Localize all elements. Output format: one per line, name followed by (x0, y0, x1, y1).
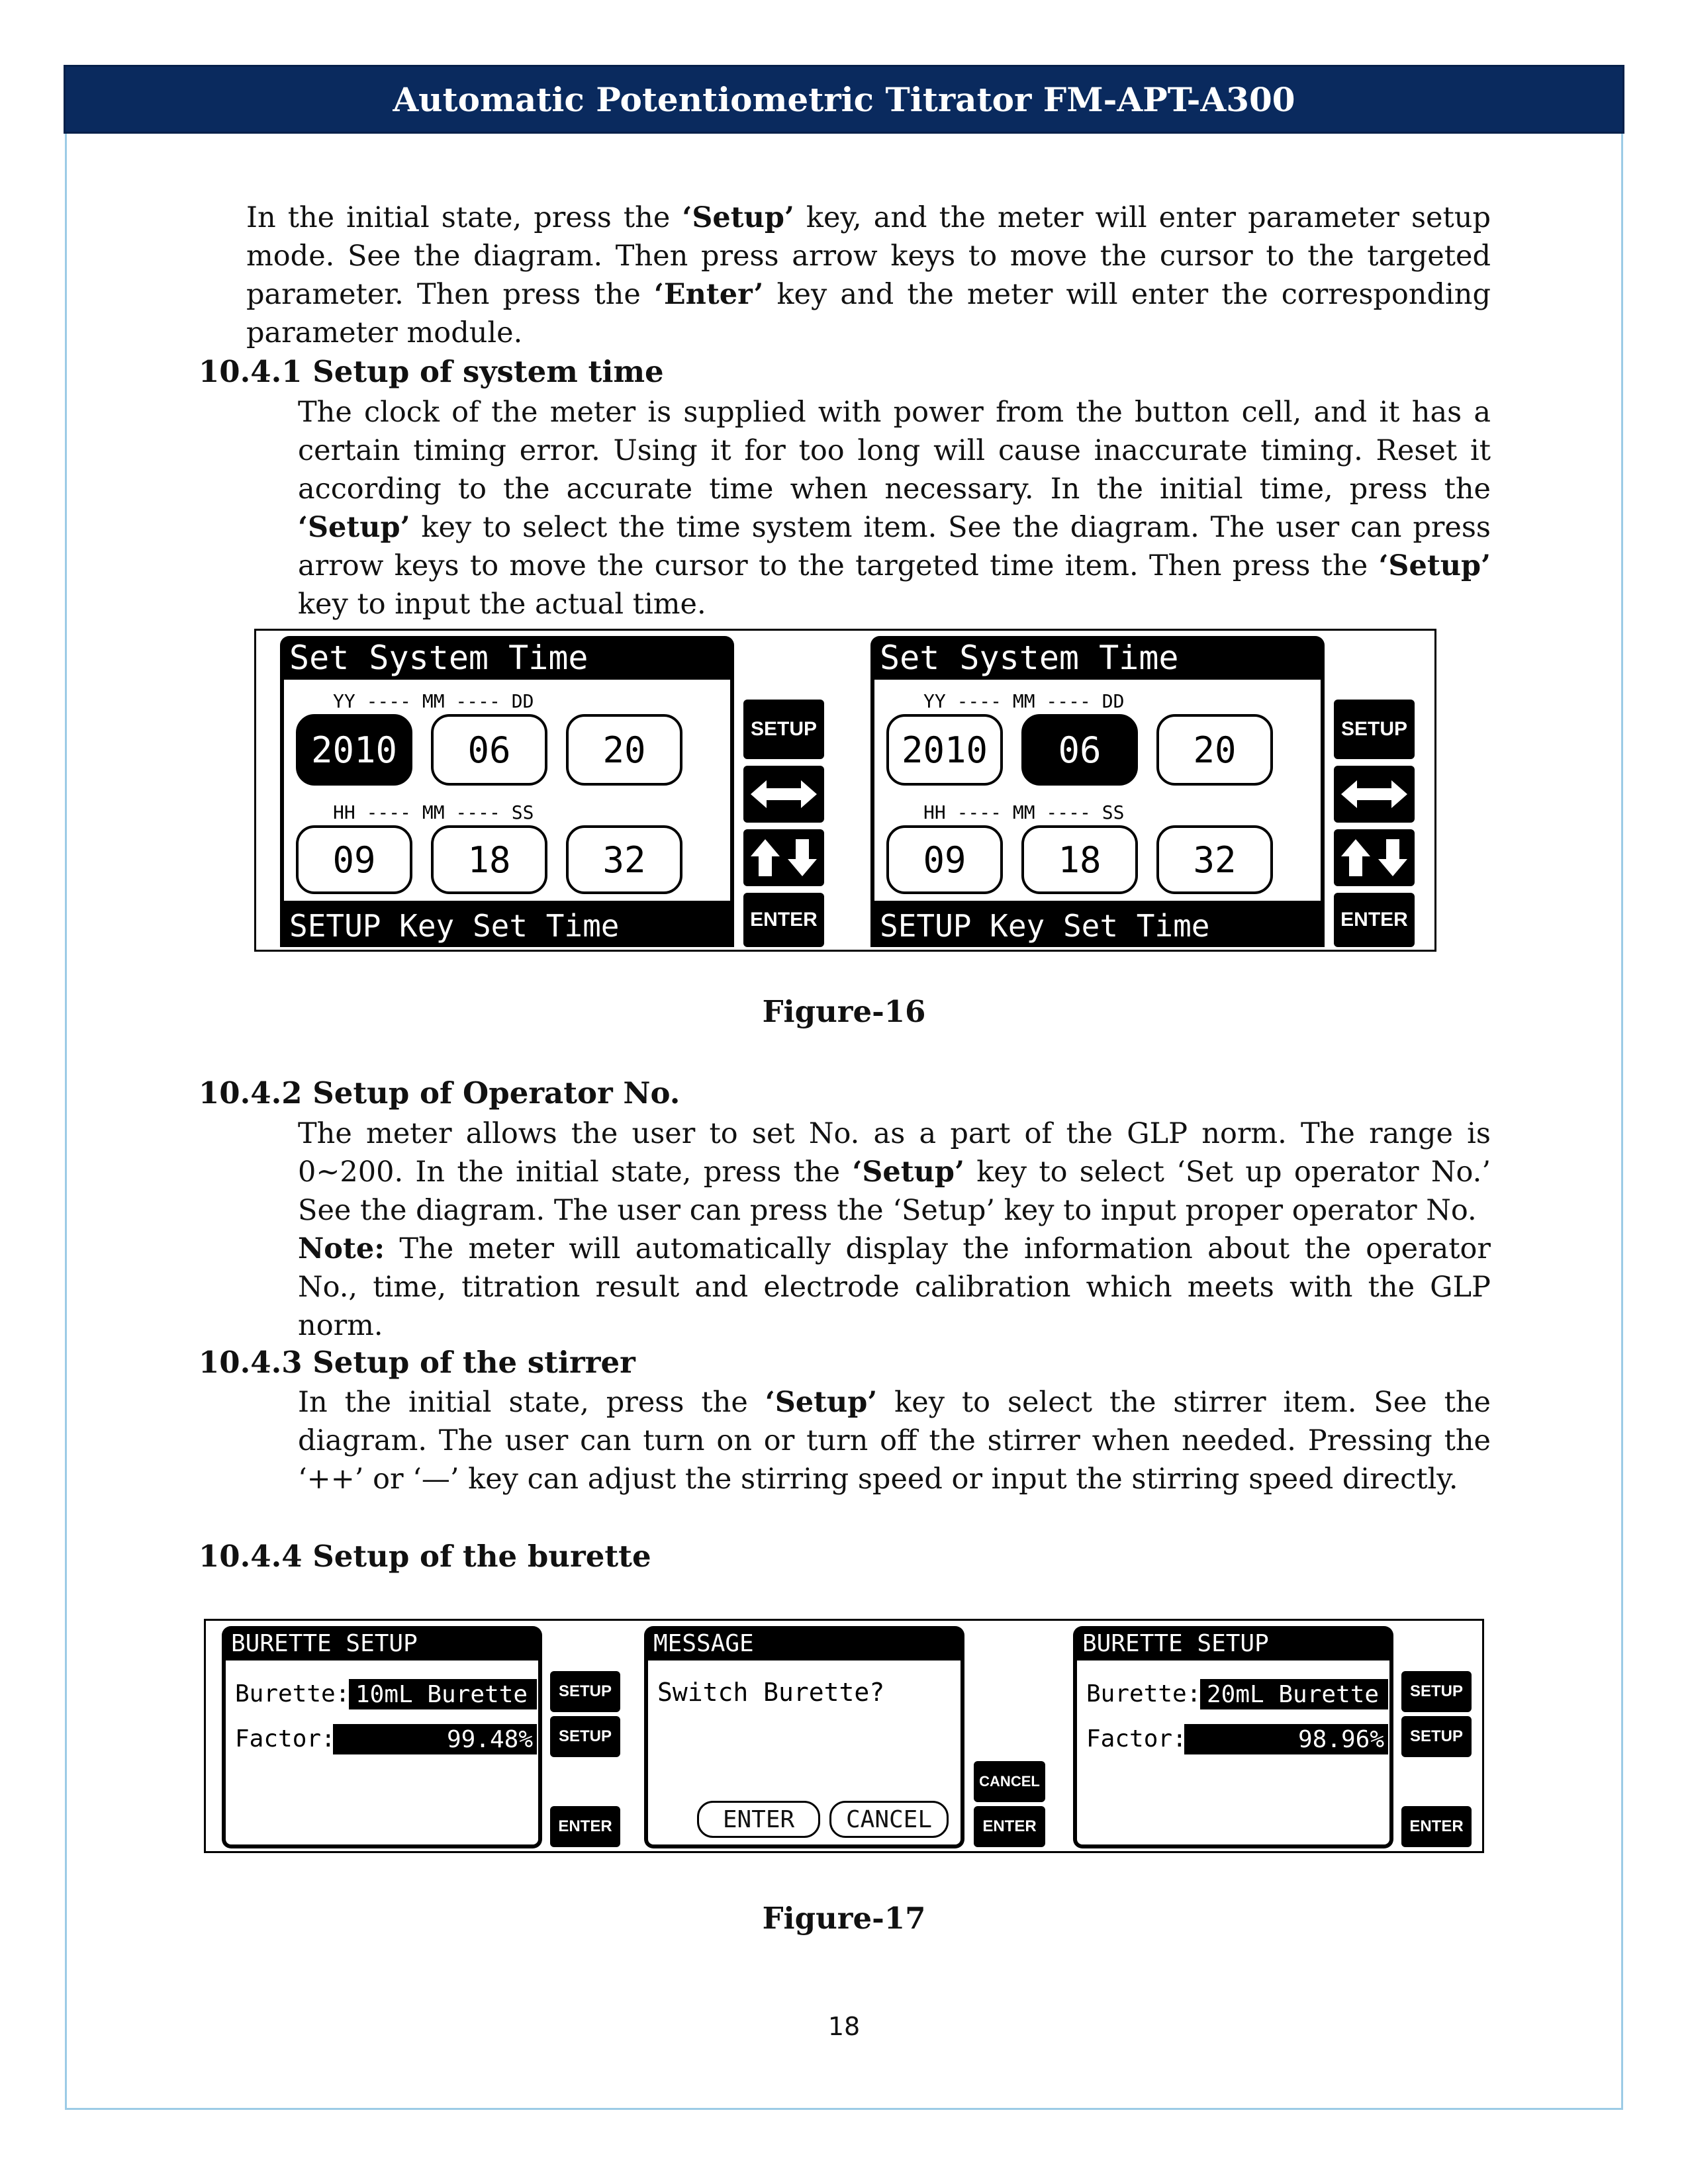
second-field[interactable]: 32 (1156, 825, 1273, 894)
factor-value[interactable]: 99.48% (333, 1724, 537, 1754)
setup-key-burette[interactable]: SETUP (1401, 1671, 1472, 1712)
hour-field[interactable]: 09 (296, 825, 412, 894)
screen-footer: SETUP Key Set Time (870, 905, 1325, 947)
screen-body (222, 1661, 542, 1848)
day-field[interactable]: 20 (1156, 714, 1273, 786)
burette-label: Burette: (235, 1680, 350, 1707)
minute-field[interactable]: 18 (431, 825, 547, 894)
setup-key[interactable]: SETUP (1334, 700, 1415, 759)
burette-label: Burette: (1086, 1680, 1201, 1707)
up-down-arrow-key[interactable] (743, 829, 824, 886)
message-text: Switch Burette? (657, 1678, 885, 1707)
enter-key[interactable]: ENTER (743, 893, 824, 947)
set-time-screen-year: Set System Time YY ---- MM ---- DD 2010 … (280, 636, 824, 947)
year-field[interactable]: 2010 (886, 714, 1003, 786)
date-labels: YY ---- MM ---- DD (333, 690, 534, 712)
enter-key[interactable]: ENTER (1334, 893, 1415, 947)
figure-17-caption: Figure-17 (762, 1901, 926, 1936)
figure-16: Set System Time YY ---- MM ---- DD 2010 … (254, 629, 1436, 952)
dialog-enter-button[interactable]: ENTER (697, 1801, 820, 1838)
figure-16-caption: Figure-16 (762, 994, 926, 1029)
setup-key-factor[interactable]: SETUP (550, 1716, 620, 1757)
month-field[interactable]: 06 (431, 714, 547, 786)
left-right-arrow-icon (1341, 780, 1407, 808)
operator-no-paragraph: The meter allows the user to set No. as … (298, 1117, 1491, 1342)
setup-key[interactable]: SETUP (743, 700, 824, 759)
left-right-arrow-key[interactable] (1334, 766, 1415, 823)
dialog-cancel-button[interactable]: CANCEL (829, 1801, 949, 1838)
section-heading-stirrer: 10.4.3 Setup of the stirrer (199, 1345, 635, 1380)
hour-field[interactable]: 09 (886, 825, 1003, 894)
time-labels: HH ---- MM ---- SS (333, 801, 534, 823)
screen-title: Set System Time (280, 636, 734, 680)
screen-body (644, 1661, 964, 1848)
factor-value[interactable]: 98.96% (1184, 1724, 1388, 1754)
screen-title: Set System Time (870, 636, 1325, 680)
system-time-paragraph: The clock of the meter is supplied with … (298, 396, 1491, 621)
screen-footer: SETUP Key Set Time (280, 905, 734, 947)
note-label: Note: (298, 1232, 385, 1265)
figure-17: BURETTE SETUP Burette: 10mL Burette Fact… (204, 1619, 1484, 1853)
setup-key-burette[interactable]: SETUP (550, 1671, 620, 1712)
set-time-screen-month: Set System Time YY ---- MM ---- DD 2010 … (870, 636, 1415, 947)
screen-body (280, 680, 734, 905)
stirrer-paragraph: In the initial state, press the ‘Setup’ … (298, 1386, 1491, 1496)
enter-key[interactable]: ENTER (1401, 1806, 1472, 1847)
time-labels: HH ---- MM ---- SS (923, 801, 1125, 823)
month-field[interactable]: 06 (1021, 714, 1138, 786)
up-down-arrow-key[interactable] (1334, 829, 1415, 886)
intro-paragraph: In the initial state, press the ‘Setup’ … (246, 201, 1491, 349)
screen-title: BURETTE SETUP (222, 1626, 542, 1661)
second-field[interactable]: 32 (566, 825, 682, 894)
screen-title: BURETTE SETUP (1073, 1626, 1393, 1661)
page-header: Automatic Potentiometric Titrator FM-APT… (64, 65, 1624, 134)
year-field[interactable]: 2010 (296, 714, 412, 786)
up-down-arrow-icon (751, 839, 817, 876)
enter-key[interactable]: ENTER (550, 1806, 620, 1847)
section-heading-burette: 10.4.4 Setup of the burette (199, 1539, 651, 1574)
section-heading-system-time: 10.4.1 Setup of system time (199, 354, 664, 389)
screen-body (1073, 1661, 1393, 1848)
minute-field[interactable]: 18 (1021, 825, 1138, 894)
left-right-arrow-key[interactable] (743, 766, 824, 823)
setup-key-factor[interactable]: SETUP (1401, 1716, 1472, 1757)
screen-title: MESSAGE (644, 1626, 964, 1661)
burette-value[interactable]: 10mL Burette (349, 1679, 537, 1709)
burette-value[interactable]: 20mL Burette (1200, 1679, 1388, 1709)
burette-setup-screen-20ml: BURETTE SETUP Burette: 20mL Burette Fact… (1073, 1626, 1474, 1848)
factor-label: Factor: (1086, 1725, 1187, 1752)
factor-label: Factor: (235, 1725, 336, 1752)
document-title: Automatic Potentiometric Titrator FM-APT… (393, 79, 1295, 119)
left-right-arrow-icon (751, 780, 817, 808)
cancel-key[interactable]: CANCEL (974, 1761, 1045, 1802)
page-number: 18 (827, 2012, 861, 2041)
burette-setup-screen-10ml: BURETTE SETUP Burette: 10mL Burette Fact… (222, 1626, 623, 1848)
section-heading-operator-no: 10.4.2 Setup of Operator No. (199, 1075, 680, 1111)
up-down-arrow-icon (1341, 839, 1407, 876)
screen-body (870, 680, 1325, 905)
date-labels: YY ---- MM ---- DD (923, 690, 1125, 712)
switch-burette-message-screen: MESSAGE Switch Burette? ENTER CANCEL CAN… (644, 1626, 1048, 1848)
day-field[interactable]: 20 (566, 714, 682, 786)
enter-key[interactable]: ENTER (974, 1806, 1045, 1847)
